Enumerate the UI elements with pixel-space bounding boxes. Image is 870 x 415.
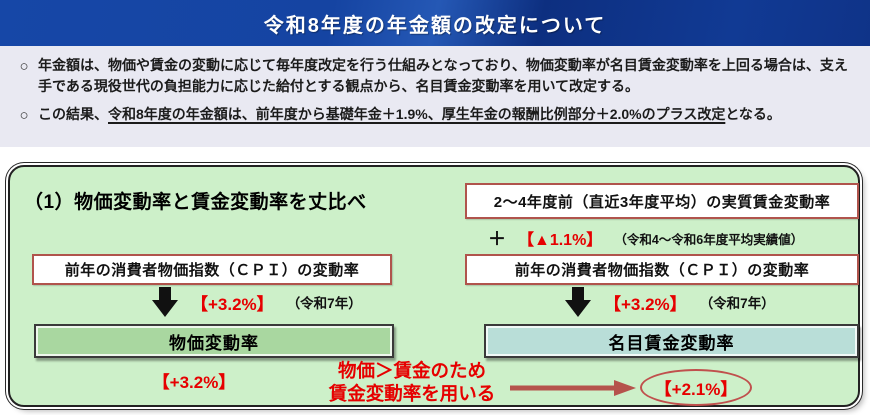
header-banner: 令和8年度の年金額の改定について: [0, 0, 870, 46]
real-wage-box: 2～4年度前（直近3年度平均）の実質賃金変動率: [465, 183, 859, 219]
comparison-panel: （1）物価変動率と賃金変動率を丈比べ 2～4年度前（直近3年度平均）の実質賃金変…: [8, 165, 860, 407]
page-title: 令和8年度の年金額の改定について: [263, 14, 607, 37]
cpi-rate-row-left: 【+3.2%】 （令和7年）: [152, 285, 362, 319]
right-arrow-icon: [510, 380, 636, 396]
cpi-box-left: 前年の消費者物価指数（ＣＰＩ）の変動率: [32, 254, 392, 285]
cpi-rate-value-left: 【+3.2%】: [191, 294, 274, 314]
bullet-2-underlined: 令和8年度の年金額は、前年度から基礎年金＋1.9%、厚生年金の報酬比例部分＋2.…: [108, 106, 726, 122]
conclusion-text: 物価＞賃金のため 賃金変動率を用いる: [293, 359, 531, 405]
bullet-item-2: ○ この結果、令和8年度の年金額は、前年度から基礎年金＋1.9%、厚生年金の報酬…: [10, 104, 860, 127]
summary-section: ○ 年金額は、物価や賃金の変動に応じて毎年度改定を行う仕組みとなっており、物価変…: [0, 46, 870, 147]
cpi-rate-value-right: 【+3.2%】: [604, 294, 687, 314]
conclusion-line-2: 賃金変動率を用いる: [328, 383, 496, 405]
panel-title: （1）物価変動率と賃金変動率を丈比べ: [24, 192, 367, 213]
plus-sign: ＋: [488, 229, 506, 249]
bullet-item-1: ○ 年金額は、物価や賃金の変動に応じて毎年度改定を行う仕組みとなっており、物価変…: [10, 55, 860, 97]
nominal-wage-rate-box: 名目賃金変動率: [484, 324, 859, 358]
bullet-circle-icon: ○: [19, 58, 29, 75]
down-arrow-icon: [152, 287, 178, 317]
price-rate-value: 【+3.2%】: [152, 373, 236, 392]
bullet-1-text: 年金額は、物価や賃金の変動に応じて毎年度改定を行う仕組みとなっており、物価変動率…: [38, 57, 848, 94]
cpi-box-right: 前年の消費者物価指数（ＣＰＩ）の変動率: [465, 254, 859, 285]
down-arrow-icon: [565, 287, 591, 317]
real-wage-note: （令和4～令和6年度平均実績値）: [614, 232, 804, 247]
bullet-2-prefix: この結果、: [38, 106, 108, 122]
bullet-2-suffix: となる。: [725, 106, 781, 122]
price-rate-box: 物価変動率: [34, 324, 394, 358]
cpi-rate-row-right: 【+3.2%】 （令和7年）: [565, 285, 775, 319]
real-wage-value: 【▲1.1%】: [518, 232, 603, 249]
cpi-rate-note-left: （令和7年）: [286, 296, 362, 311]
bullet-2-text: この結果、令和8年度の年金額は、前年度から基礎年金＋1.9%、厚生年金の報酬比例…: [38, 104, 860, 127]
cpi-rate-note-right: （令和7年）: [699, 296, 775, 311]
conclusion-line-1: 物価＞賃金のため: [337, 360, 486, 381]
final-rate-circled: 【+2.1%】: [640, 369, 752, 406]
real-wage-value-row: ＋ 【▲1.1%】 （令和4～令和6年度平均実績値）: [488, 225, 803, 251]
bullet-circle-icon: ○: [19, 107, 29, 124]
